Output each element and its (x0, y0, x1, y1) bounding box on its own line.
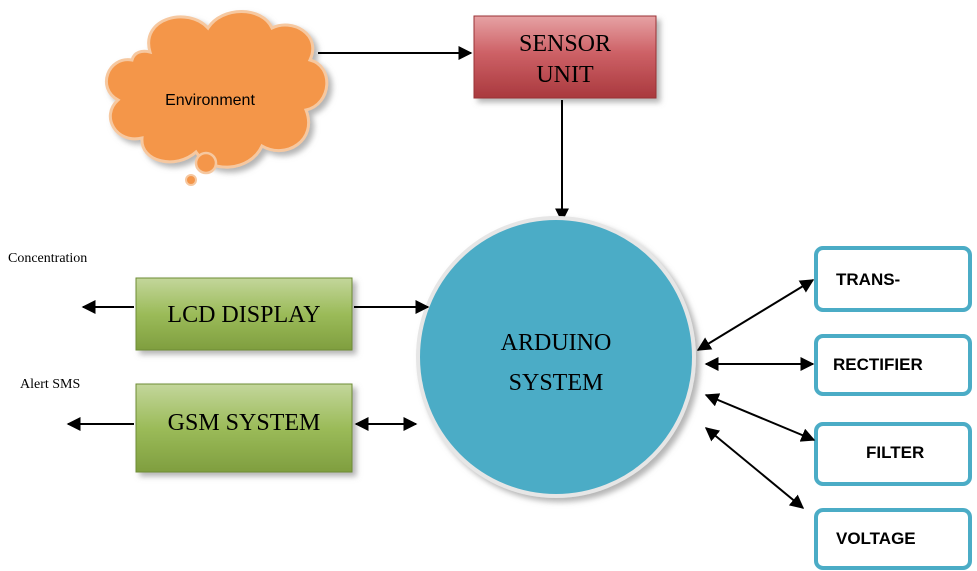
arduino-line1: ARDUINO (501, 330, 612, 356)
arrow-arduino-filter (704, 393, 816, 442)
voltage-box (814, 508, 972, 570)
environment-bubble-small (185, 174, 197, 186)
sensor-unit-line2: UNIT (536, 62, 594, 88)
arduino-circle (416, 216, 696, 498)
environment-bubble-large (194, 151, 218, 175)
sensor-unit-box (473, 15, 657, 99)
rectifier-label: RECTIFIER (833, 355, 923, 374)
concentration-label: Concentration (8, 251, 87, 266)
filter-label: FILTER (866, 443, 924, 462)
environment-cloud (105, 10, 329, 169)
filter-box (814, 422, 972, 486)
gsm-system-box (135, 383, 353, 473)
arrow-arduino-trans (696, 279, 815, 351)
trans-label: TRANS- (836, 270, 900, 289)
rectifier-box (814, 334, 972, 396)
lcd-display-box (135, 277, 353, 351)
environment-label: Environment (165, 92, 255, 109)
trans-box (814, 246, 972, 312)
gsm-system-label: GSM SYSTEM (168, 410, 321, 436)
voltage-label: VOLTAGE (836, 529, 916, 548)
lcd-display-label: LCD DISPLAY (167, 302, 320, 328)
sensor-unit-line1: SENSOR (519, 31, 611, 57)
arduino-line2: SYSTEM (509, 370, 604, 396)
alert-sms-label: Alert SMS (20, 377, 80, 392)
arrow-arduino-voltage (704, 427, 805, 509)
